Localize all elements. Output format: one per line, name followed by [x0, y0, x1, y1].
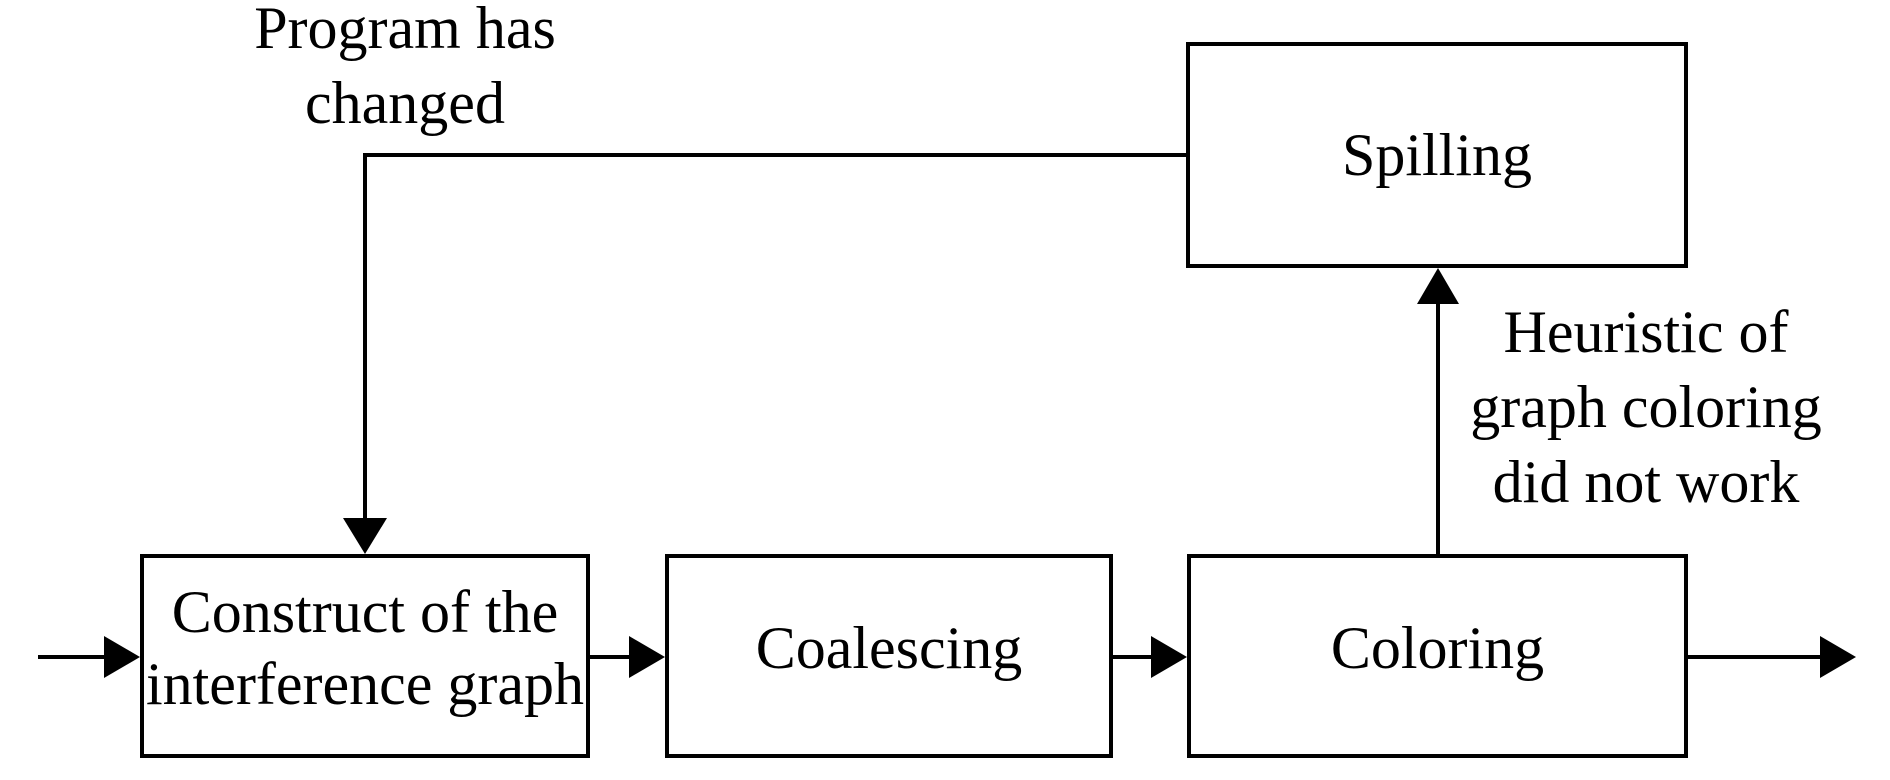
arrow-construct-to-coalescing-line — [590, 655, 630, 659]
node-coalescing: Coalescing — [665, 554, 1113, 758]
node-construct-label-line1: Construct of the — [171, 579, 559, 645]
node-coloring-label: Coloring — [1330, 615, 1545, 681]
label-program-has-changed: Program has changed — [205, 0, 605, 141]
node-coloring: Coloring — [1187, 554, 1688, 758]
arrow-construct-to-coalescing-head-icon — [629, 636, 665, 678]
label-program-line1: Program has — [254, 0, 556, 61]
node-construct-label: Construct of the interference graph — [146, 576, 584, 720]
arrow-output-line — [1688, 655, 1821, 659]
arrow-coalescing-to-coloring-head-icon — [1151, 636, 1187, 678]
arrow-spilling-to-construct-vline — [363, 153, 367, 519]
label-heuristic-line3: did not work — [1492, 449, 1800, 515]
node-construct-label-line2: interference graph — [145, 651, 585, 717]
node-spilling-label: Spilling — [1341, 122, 1533, 188]
label-heuristic-line2: graph coloring — [1470, 374, 1822, 440]
label-heuristic-did-not-work: Heuristic of graph coloring did not work — [1446, 295, 1846, 520]
arrow-coalescing-to-coloring-line — [1113, 655, 1152, 659]
arrow-spilling-to-construct-hline — [363, 153, 1186, 157]
node-construct-interference-graph: Construct of the interference graph — [140, 554, 590, 758]
arrow-spilling-to-construct-head-icon — [343, 518, 387, 554]
node-spilling: Spilling — [1186, 42, 1688, 268]
node-coalescing-label: Coalescing — [755, 615, 1023, 681]
arrow-input-line — [38, 655, 104, 659]
arrow-coloring-to-spilling-head-icon — [1417, 268, 1459, 304]
arrow-coloring-to-spilling-line — [1436, 303, 1440, 554]
label-program-line2: changed — [305, 70, 505, 136]
arrow-input-head-icon — [104, 636, 140, 678]
label-heuristic-line1: Heuristic of — [1503, 299, 1789, 365]
arrow-output-head-icon — [1820, 636, 1856, 678]
